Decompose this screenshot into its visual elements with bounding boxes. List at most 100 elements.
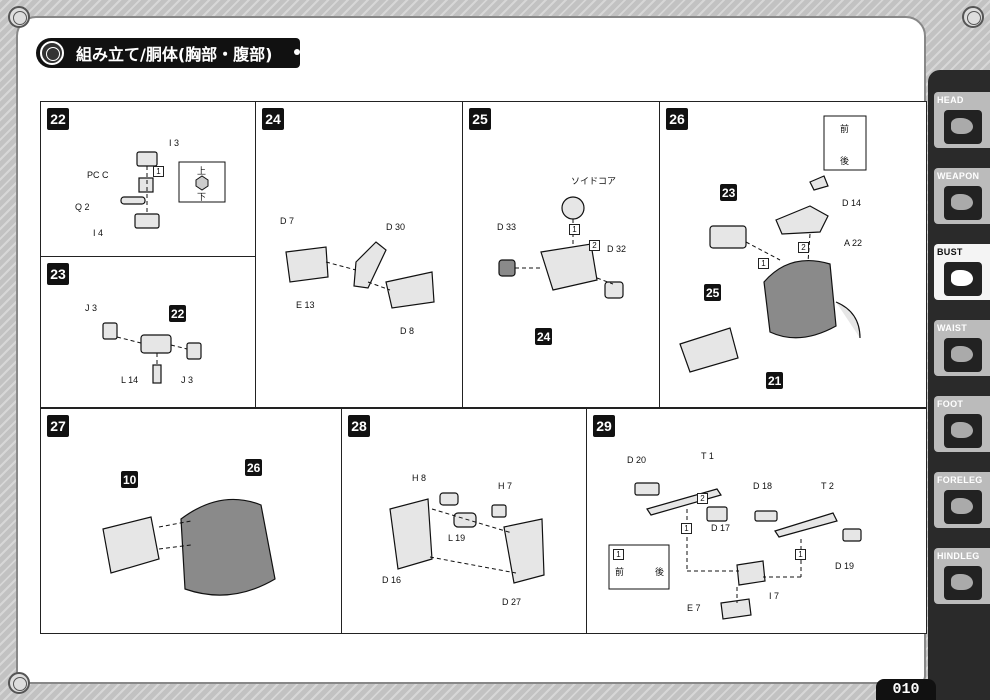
step-25-diagram	[498, 196, 624, 299]
step-23-diagram	[102, 322, 202, 384]
tab-label: HINDLEG	[937, 551, 980, 561]
part-label: H 8	[412, 473, 427, 483]
step-number: 24	[262, 108, 284, 130]
part-label: L 14	[121, 375, 139, 385]
step-number: 23	[47, 263, 69, 285]
corner-bolt-icon	[962, 6, 984, 28]
section-sidebar	[928, 70, 990, 700]
gear-bullet-icon	[40, 41, 64, 65]
sub-step-number: 2	[697, 493, 708, 504]
part-label: D 20	[627, 455, 647, 465]
part-label: D 8	[400, 326, 415, 336]
part-label: I 4	[93, 228, 104, 238]
step-29-panel: 29 D 20 T 1 D 17 D 18 T 2 D 19 I 7 E 7 前…	[586, 408, 927, 634]
tab-hindleg[interactable]: HINDLEG	[934, 548, 990, 604]
page-number: 010	[876, 679, 936, 700]
part-label: T 2	[821, 481, 834, 491]
part-label: L 19	[448, 533, 466, 543]
step-27-panel: 27 10 26	[40, 408, 342, 634]
tab-label: WAIST	[937, 323, 967, 333]
step-number: 22	[47, 108, 69, 130]
step-22-diagram	[120, 151, 226, 229]
tab-label: HEAD	[937, 95, 964, 105]
step-reference-badge: 26	[245, 459, 263, 476]
title-dot	[294, 49, 300, 55]
step-25-panel: 25 ソイドコア D 33 D 32 1 2 24	[462, 101, 660, 408]
part-label: ソイドコア	[571, 176, 617, 186]
inset-bottom-label: 後	[840, 156, 850, 166]
step-26-panel: 26 前 後 D 14 A 22 23 25 21 1 2	[659, 101, 927, 408]
step-number: 25	[469, 108, 491, 130]
part-label: J 3	[181, 375, 194, 385]
step-reference-badge: 23	[720, 184, 738, 201]
part-label: H 7	[498, 481, 513, 491]
step-26-diagram	[679, 115, 867, 373]
part-label: D 14	[842, 198, 862, 208]
part-label: T 1	[701, 451, 714, 461]
part-label: D 33	[497, 222, 517, 232]
tab-waist[interactable]: WAIST	[934, 320, 990, 376]
sub-step-number: 1	[613, 549, 624, 560]
part-label: D 16	[382, 575, 402, 585]
sub-step-number: 2	[798, 242, 809, 253]
step-28-panel: 28 H 8 H 7 L 19 D 16 D 27	[341, 408, 587, 634]
tab-label: FORELEG	[937, 475, 983, 485]
part-label: Q 2	[75, 202, 90, 212]
tab-head[interactable]: HEAD	[934, 92, 990, 148]
head-icon	[944, 110, 982, 144]
step-number: 29	[593, 415, 615, 437]
step-reference-badge: 21	[766, 372, 784, 389]
part-label: D 27	[502, 597, 522, 607]
section-title-banner: 組み立て/胴体(胸部・腹部)	[36, 38, 300, 68]
sub-step-number: 2	[589, 240, 600, 251]
step-23-panel: 23 22 J 3 L 14 J 3	[40, 256, 256, 408]
sub-step-number: 1	[758, 258, 769, 269]
sub-step-number: 1	[795, 549, 806, 560]
step-24-panel: 24 D 7 D 30 E 13 D 8	[255, 101, 463, 408]
step-number: 27	[47, 415, 69, 437]
tab-foreleg[interactable]: FORELEG	[934, 472, 990, 528]
page-title: 組み立て/胴体(胸部・腹部)	[76, 45, 273, 64]
part-label: D 7	[280, 216, 295, 226]
step-28-diagram	[389, 492, 545, 584]
sub-step-number: 1	[681, 523, 692, 534]
step-24-diagram	[285, 241, 435, 309]
part-label: D 32	[607, 244, 627, 254]
part-label: A 22	[844, 238, 863, 248]
tab-bust[interactable]: BUST	[934, 244, 990, 300]
step-27-diagram	[102, 498, 276, 596]
inset-bottom-label: 下	[197, 192, 207, 202]
tab-label: BUST	[937, 247, 963, 257]
sub-step-number: 1	[153, 166, 164, 177]
part-label: J 3	[85, 303, 98, 313]
part-label: E 7	[687, 603, 701, 613]
step-number: 26	[666, 108, 688, 130]
tab-weapon[interactable]: WEAPON	[934, 168, 990, 224]
tab-foot[interactable]: FOOT	[934, 396, 990, 452]
hindleg-icon	[944, 566, 982, 600]
step-29-diagram	[608, 482, 862, 620]
tab-label: WEAPON	[937, 171, 980, 181]
tab-label: FOOT	[937, 399, 964, 409]
foot-icon	[944, 414, 982, 448]
foreleg-icon	[944, 490, 982, 524]
inset-top-label: 上	[197, 166, 207, 176]
part-label: E 13	[296, 300, 315, 310]
part-label: D 18	[753, 481, 773, 491]
step-reference-badge: 25	[704, 284, 722, 301]
part-label: D 30	[386, 222, 406, 232]
step-22-panel: 22 I 3 PC C Q 2 I 4 上 下 1	[40, 101, 256, 257]
corner-bolt-icon	[8, 6, 30, 28]
sub-step-number: 1	[569, 224, 580, 235]
part-label: D 17	[711, 523, 731, 533]
bust-icon	[944, 262, 982, 296]
part-label: I 3	[169, 138, 180, 148]
inset-top-label: 前	[840, 124, 850, 134]
inset-right-label: 後	[655, 567, 665, 577]
waist-icon	[944, 338, 982, 372]
corner-bolt-icon	[8, 672, 30, 694]
inset-left-label: 前	[615, 567, 625, 577]
part-label: D 19	[835, 561, 855, 571]
step-reference-badge: 24	[535, 328, 553, 345]
part-label: I 7	[769, 591, 780, 601]
